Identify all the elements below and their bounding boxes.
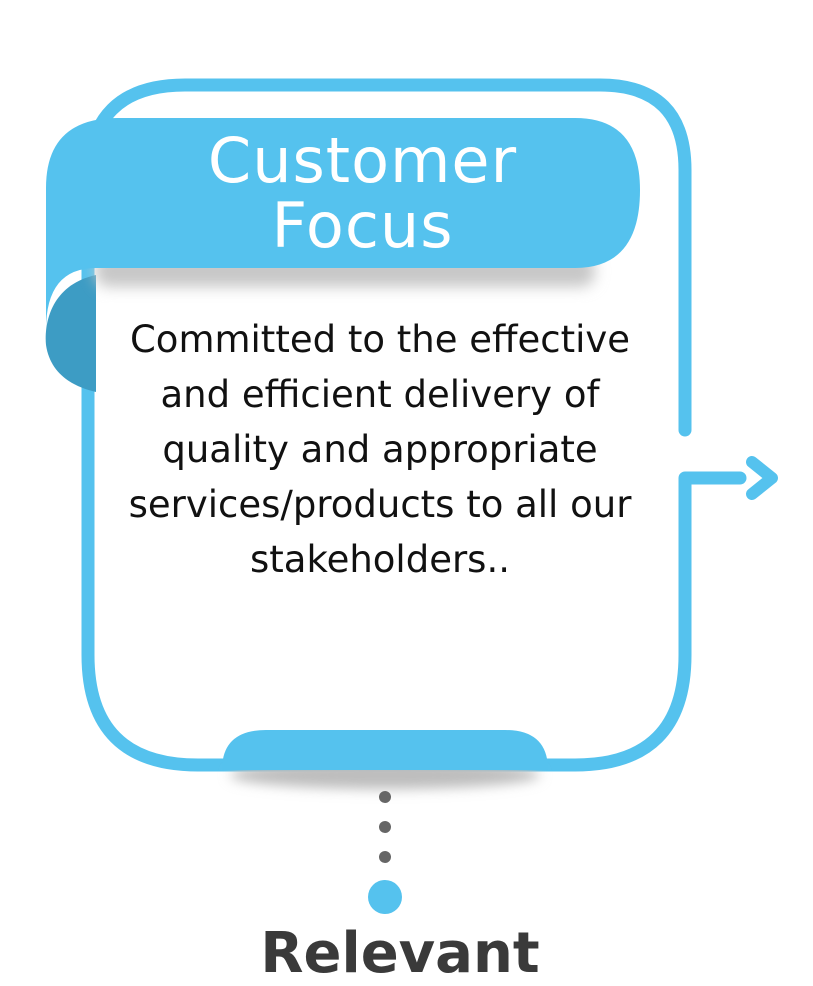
circle-node: [368, 880, 402, 914]
next-card-title-partial: Relevant: [260, 921, 540, 986]
ribbon-fold: [45, 275, 96, 392]
title-ribbon: [46, 118, 640, 330]
card-title-line-1: Customer: [207, 124, 518, 197]
dotted-connector: [379, 791, 391, 863]
arrow-right-icon: [746, 456, 778, 500]
connector-dot: [379, 821, 391, 833]
connector-dot: [379, 851, 391, 863]
card-title-line-2: Focus: [271, 189, 454, 262]
card-description: Committed to the effective and efficient…: [128, 318, 632, 581]
card-outline: [81, 78, 747, 772]
connector-dot: [379, 791, 391, 803]
bottom-tab: [222, 730, 548, 770]
customer-focus-graphic: [45, 78, 778, 914]
